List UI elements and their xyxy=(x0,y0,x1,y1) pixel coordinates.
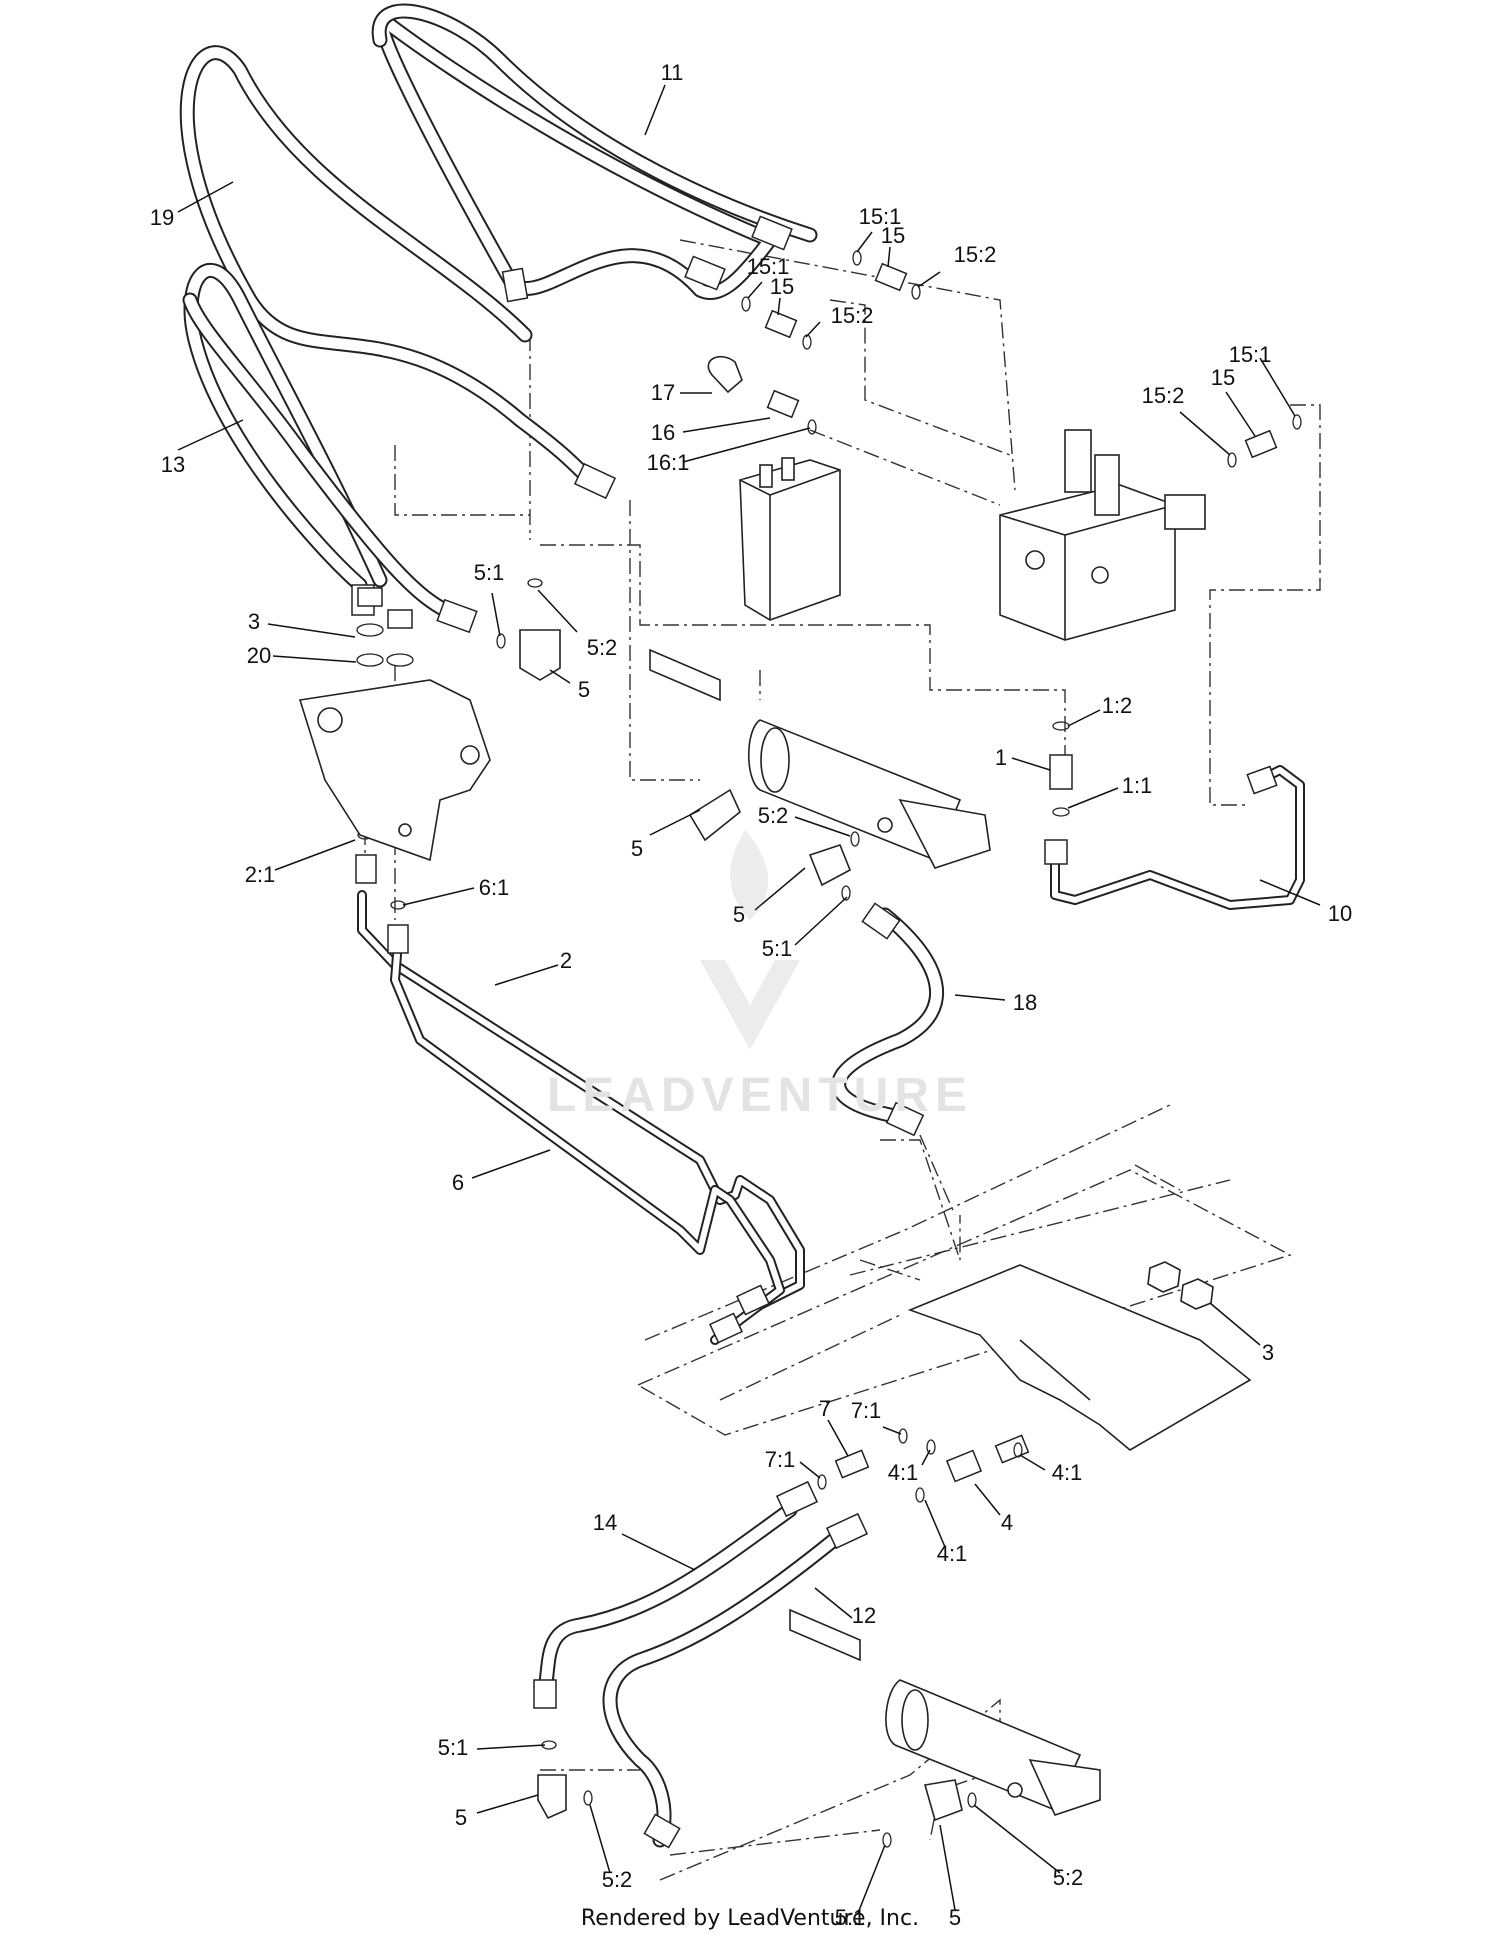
fittings-and-o-rings xyxy=(355,250,1302,1848)
hose-14 xyxy=(537,1502,798,1698)
callout-label: 15 xyxy=(770,274,794,299)
callout-label: 5:2 xyxy=(587,635,618,660)
watermark-logo xyxy=(700,830,800,1050)
callout-label: 5 xyxy=(578,677,590,702)
callout-label: 5 xyxy=(733,902,745,927)
callout-label: 7 xyxy=(819,1396,831,1421)
leader-lines xyxy=(177,84,1321,1914)
hose-12 xyxy=(602,1527,848,1848)
callout-label: 20 xyxy=(247,643,271,668)
callout-label: 1:1 xyxy=(1122,773,1153,798)
callout-label: 5:1 xyxy=(438,1735,469,1760)
callout-label: 16 xyxy=(651,420,675,445)
callout-label: 2 xyxy=(560,948,572,973)
callout-label: 5 xyxy=(455,1805,467,1830)
callout-label: 5:1 xyxy=(762,936,793,961)
callout-label: 4 xyxy=(1001,1510,1013,1535)
control-valve-block xyxy=(999,429,1206,641)
hose-13 xyxy=(183,262,388,593)
callout-label: 5:1 xyxy=(474,560,505,585)
hose-11 xyxy=(374,14,778,301)
callout-label: 5:2 xyxy=(602,1867,633,1892)
callout-label: 17 xyxy=(651,380,675,405)
callout-label: 1 xyxy=(995,745,1007,770)
mount-bracket xyxy=(298,679,491,862)
tube-6 xyxy=(390,950,785,1345)
callout-label: 4:1 xyxy=(937,1541,968,1566)
hose-11-upper xyxy=(371,3,818,243)
callout-label: 15 xyxy=(1211,365,1235,390)
callout-label: 4:1 xyxy=(1052,1460,1083,1485)
callout-label: 7:1 xyxy=(765,1447,796,1472)
callout-label: 11 xyxy=(661,60,684,85)
directional-valve xyxy=(739,457,841,621)
footer-credit: Rendered by LeadVenture, Inc. xyxy=(580,1906,920,1931)
callout-label: 7:1 xyxy=(851,1398,882,1423)
hose-18 xyxy=(831,907,945,1123)
callout-label: 2:1 xyxy=(245,862,276,887)
callout-label: 15:1 xyxy=(859,204,902,229)
callout-label: 13 xyxy=(161,452,185,477)
callout-label: 16:1 xyxy=(647,450,690,475)
tube-10 xyxy=(1050,765,1305,910)
callout-label: 6:1 xyxy=(479,875,510,900)
callout-label: 1:2 xyxy=(1102,693,1133,718)
callout-label: 15:1 xyxy=(1229,342,1272,367)
callout-label: 5:1 xyxy=(835,1905,866,1930)
callout-label: 15:2 xyxy=(954,242,997,267)
hose-19 xyxy=(179,45,598,488)
callout-label: 15:2 xyxy=(1142,383,1185,408)
callout-label: 14 xyxy=(593,1510,617,1535)
callout-label: 5 xyxy=(949,1905,961,1930)
callout-label: 3 xyxy=(1262,1340,1274,1365)
callout-label: 15 xyxy=(881,223,905,248)
upper-cylinder xyxy=(649,648,991,869)
callout-label: 6 xyxy=(452,1170,464,1195)
callout-labels: 11 19 15:1 15 15:2 15:1 15 15:2 17 16 16… xyxy=(150,60,1352,1930)
callout-label: 19 xyxy=(150,205,174,230)
callout-label: 3 xyxy=(248,609,260,634)
lower-frame-plate xyxy=(907,1264,1252,1451)
watermark-text: LEADVENTURE xyxy=(546,1069,974,1122)
hose-fittings xyxy=(351,215,1278,1849)
callout-label: 10 xyxy=(1328,901,1352,926)
callout-label: 15:1 xyxy=(747,254,790,279)
callout-label: 5:2 xyxy=(758,803,789,828)
hose-13-lower xyxy=(182,292,463,623)
callout-label: 5:2 xyxy=(1053,1865,1084,1890)
callout-label: 5 xyxy=(631,836,643,861)
lower-cylinder xyxy=(789,1608,1101,1816)
callout-label: 15:2 xyxy=(831,303,874,328)
callout-label: 18 xyxy=(1013,990,1037,1015)
tube-2 xyxy=(357,890,805,1315)
callout-label: 12 xyxy=(852,1603,876,1628)
callout-label: 4:1 xyxy=(888,1460,919,1485)
